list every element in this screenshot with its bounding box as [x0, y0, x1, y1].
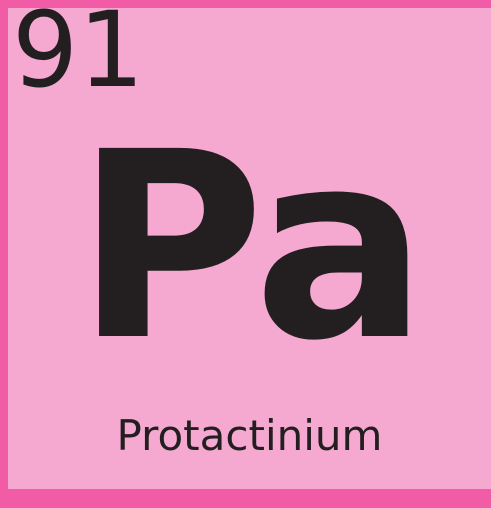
element-name: Protactinium — [116, 411, 383, 460]
element-symbol: Pa — [75, 97, 427, 397]
element-tile: 91 Pa Protactinium — [8, 8, 491, 489]
atomic-number: 91 — [12, 8, 145, 111]
